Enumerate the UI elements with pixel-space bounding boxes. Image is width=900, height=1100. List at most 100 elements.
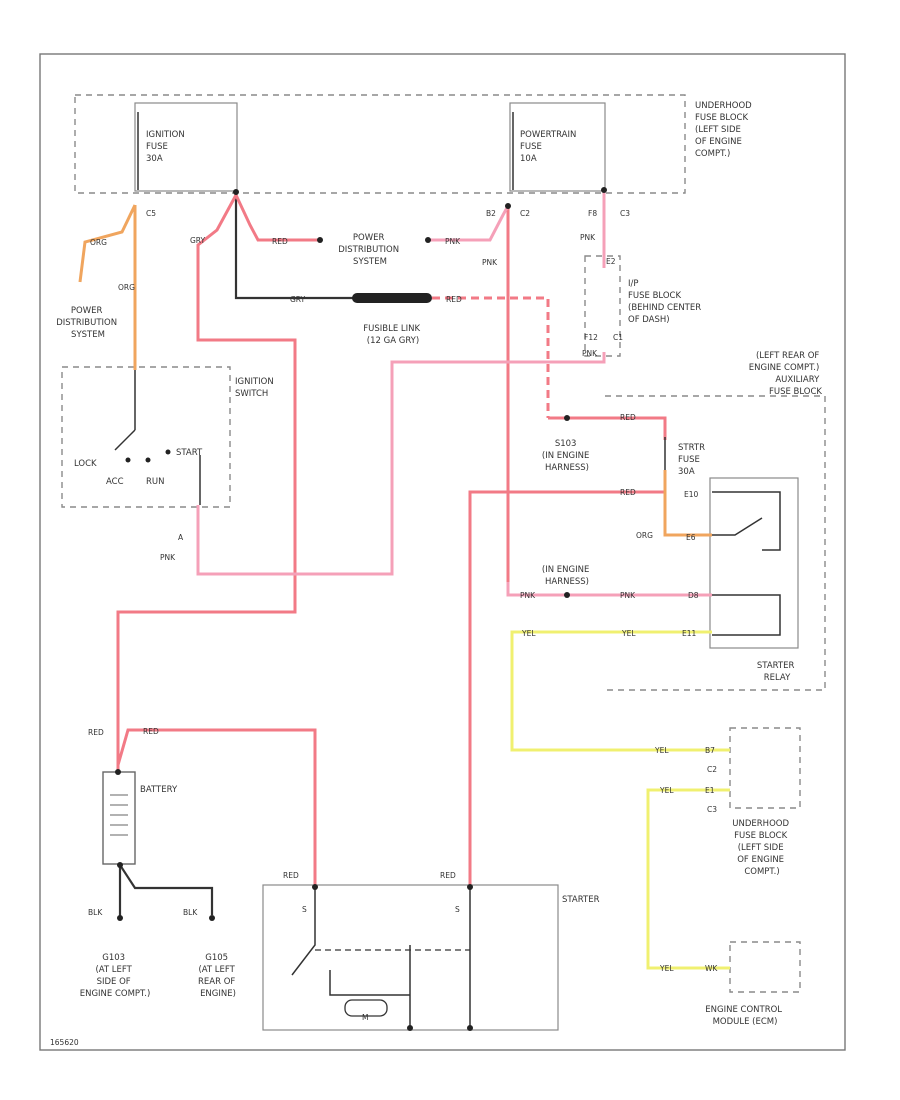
- wire-label-pnk-2: PNK: [580, 233, 596, 242]
- wire-label-pnk-3: PNK: [482, 258, 498, 267]
- underhood-fuse-block-top-label: UNDERHOOD FUSE BLOCK (LEFT SIDE OF ENGIN…: [695, 101, 754, 159]
- red-wire-battery-feed: [116, 194, 297, 772]
- connector-b2: B2: [486, 209, 496, 218]
- fuse-symbols: [137, 112, 666, 470]
- switch-position-acc: ACC: [106, 477, 124, 487]
- red-wire-starter-feed: [116, 728, 317, 887]
- wire-label-red-1: RED: [272, 237, 288, 246]
- connector-wk: WK: [705, 964, 718, 973]
- starter-internals: [291, 887, 471, 1028]
- wire-label-org-1: ORG: [90, 238, 107, 247]
- battery-symbol: [102, 771, 136, 865]
- connector-c3-top: C3: [620, 209, 630, 218]
- wire-label-red-4: RED: [620, 488, 636, 497]
- wire-label-pnk-6: PNK: [520, 591, 536, 600]
- pnk-wire-power-distribution: [428, 205, 510, 242]
- connector-labels: C5 C2 C3 B2 F8 E2 F12 C1 A E10 E6 D8 E11…: [146, 209, 718, 1022]
- wire-label-org-3: ORG: [636, 531, 653, 540]
- connector-c1: C1: [613, 333, 623, 342]
- wire-label-yel-3: YEL: [654, 746, 669, 755]
- starter-relay-box: [709, 477, 799, 649]
- connector-c2-bottom: C2: [707, 765, 717, 774]
- wire-label-yel-4: YEL: [659, 786, 674, 795]
- wire-color-labels: ORG ORG GRY RED PNK PNK PNK GRY RED PNK …: [88, 233, 674, 973]
- red-wire-s103: [548, 416, 667, 440]
- connector-d8: D8: [688, 591, 699, 600]
- footer-code: 165620: [50, 1038, 79, 1047]
- wire-label-yel-2: YEL: [621, 629, 636, 638]
- pnk-wire-ignition-switch: [196, 352, 606, 576]
- powertrain-fuse-box: [509, 102, 606, 192]
- ecm-label: ENGINE CONTROL MODULE (ECM): [705, 1005, 784, 1027]
- terminal-s-right: S: [455, 905, 460, 914]
- wire-label-yel-1: YEL: [521, 629, 536, 638]
- red-wire-power-distribution: [234, 194, 320, 242]
- connector-e6: E6: [686, 533, 696, 542]
- connector-e2: E2: [606, 257, 616, 266]
- connector-b7: B7: [705, 746, 715, 755]
- power-distribution-left-label: POWER DISTRIBUTION SYSTEM: [56, 306, 120, 340]
- connector-c3-bottom: C3: [707, 805, 717, 814]
- switch-contact-run: [145, 457, 151, 463]
- wire-label-blk-2: BLK: [183, 908, 198, 917]
- wire-label-red-2: RED: [446, 295, 462, 304]
- connector-a: A: [178, 533, 184, 542]
- wire-label-red-8: RED: [440, 871, 456, 880]
- ip-fuse-block-label: I/P FUSE BLOCK (BEHIND CENTER OF DASH): [628, 279, 704, 325]
- orange-wires: [78, 204, 712, 537]
- org-wire-relay: [663, 470, 712, 537]
- wire-label-red-5: RED: [88, 728, 104, 737]
- diagram-frame: [39, 53, 846, 1051]
- connector-c5: C5: [146, 209, 156, 218]
- ground-g103-label: G103 (AT LEFT SIDE OF ENGINE COMPT.): [80, 953, 151, 999]
- wire-label-pnk-1: PNK: [445, 237, 461, 246]
- underhood-fuse-block-top-box: [74, 94, 686, 194]
- wire-label-gry-2: GRY: [290, 295, 306, 304]
- starter-relay-label: STARTER RELAY: [757, 661, 797, 683]
- ip-fuse-block-box: [584, 255, 621, 357]
- pink-wires: [196, 190, 712, 597]
- yel-wire-relay-fuse-block: [510, 630, 730, 752]
- pnk-wire-relay-coil: [506, 582, 712, 597]
- connector-c2-top: C2: [520, 209, 530, 218]
- switch-contact-start: [165, 449, 171, 455]
- s103-label: S103 (IN ENGINE HARNESS): [542, 439, 592, 473]
- ecm-box: [729, 941, 801, 993]
- ignition-switch-internals: [114, 370, 201, 505]
- underhood-fuse-block-bottom-label: UNDERHOOD FUSE BLOCK (LEFT SIDE OF ENGIN…: [732, 819, 791, 877]
- wire-label-red-7: RED: [283, 871, 299, 880]
- underhood-fuse-block-bottom-box: [729, 727, 801, 809]
- wire-label-yel-5: YEL: [659, 964, 674, 973]
- black-wires: [118, 192, 360, 918]
- connector-f12: F12: [584, 333, 598, 342]
- battery-label: BATTERY: [140, 785, 178, 795]
- wire-label-pnk-7: PNK: [620, 591, 636, 600]
- starter-motor-symbol: [344, 999, 388, 1017]
- wire-label-pnk-4: PNK: [582, 349, 598, 358]
- junction-dots: [115, 187, 607, 1031]
- starter-label: STARTER: [562, 895, 600, 905]
- connector-e1: E1: [705, 786, 715, 795]
- connector-e11: E11: [682, 629, 697, 638]
- auxiliary-fuse-block-label: (LEFT REAR OF ENGINE COMPT.) AUXILIARY F…: [749, 351, 823, 397]
- switch-contact-acc: [125, 457, 131, 463]
- yel-wire-ecm: [646, 788, 730, 970]
- gry-wire: [234, 192, 360, 300]
- red-wire-dashed-to-s103: [432, 296, 550, 418]
- fusible-link-label: FUSIBLE LINK (12 GA GRY): [363, 324, 423, 346]
- power-distribution-center-label: POWER DISTRIBUTION SYSTEM: [338, 233, 402, 267]
- wire-label-pnk-5: PNK: [160, 553, 176, 562]
- connector-f8: F8: [588, 209, 597, 218]
- terminal-s-left: S: [302, 905, 307, 914]
- auxiliary-fuse-block-box: [605, 395, 826, 691]
- connector-e10: E10: [684, 490, 699, 499]
- powertrain-fuse-label: POWERTRAIN FUSE 10A: [520, 130, 579, 164]
- starter-fuse-label: STRTR FUSE 30A: [678, 443, 708, 477]
- yellow-wires: [510, 630, 730, 970]
- wire-label-blk-1: BLK: [88, 908, 103, 917]
- ground-g105-label: G105 (AT LEFT REAR OF ENGINE): [198, 953, 238, 999]
- terminal-m: M: [362, 1013, 368, 1022]
- starter-relay-internals: [712, 491, 781, 636]
- in-engine-harness-label: (IN ENGINE HARNESS): [542, 565, 592, 587]
